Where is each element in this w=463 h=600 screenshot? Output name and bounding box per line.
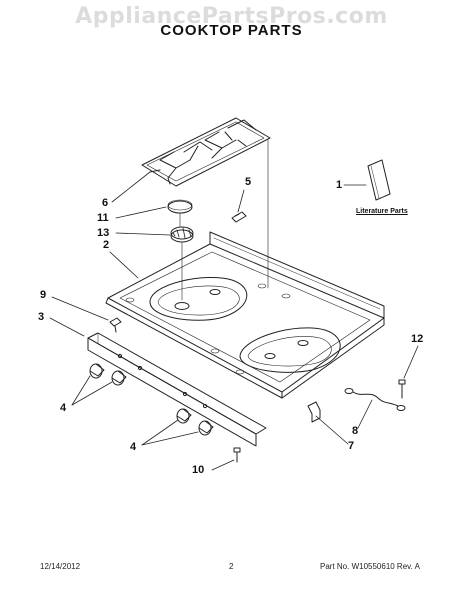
leader-lines [49,171,419,471]
bracket [307,401,321,423]
burner-cap [167,200,193,214]
knob-3 [176,408,192,424]
wire-harness [344,388,406,411]
callout-1: 1 [336,179,343,191]
manifold-panel [87,332,267,447]
footer-date: 12/14/2012 [40,562,81,571]
callout-8: 8 [352,425,359,437]
callout-5: 5 [245,176,252,188]
page-title: COOKTOP PARTS [160,22,303,39]
watermark-logo: AppliancePartsPros.com [75,4,388,29]
burner-base [170,226,194,243]
literature-booklet [367,159,391,201]
callout-9: 9 [40,289,47,301]
callout-11: 11 [97,212,109,224]
callout-2: 2 [103,239,110,251]
screw-9 [109,317,122,333]
burner-grate [141,117,271,187]
screw-5 [231,211,247,223]
screw-12 [398,379,406,399]
knob-1 [89,363,105,379]
footer-part-number: Part No. W10550610 Rev. A [320,562,420,571]
footer-page-number: 2 [229,562,234,571]
screw-10 [233,447,241,463]
knob-2 [111,370,127,386]
callout-12: 12 [411,333,424,345]
callout-7: 7 [348,440,355,452]
callout-4a: 4 [60,402,67,414]
callout-3: 3 [38,311,45,323]
knob-4 [198,420,214,436]
callout-4b: 4 [130,441,137,453]
cooktop-panel [105,231,385,399]
literature-parts-label: Literature Parts [356,208,408,215]
callout-13: 13 [97,227,110,239]
callout-10: 10 [192,464,205,476]
callout-6: 6 [102,197,109,209]
